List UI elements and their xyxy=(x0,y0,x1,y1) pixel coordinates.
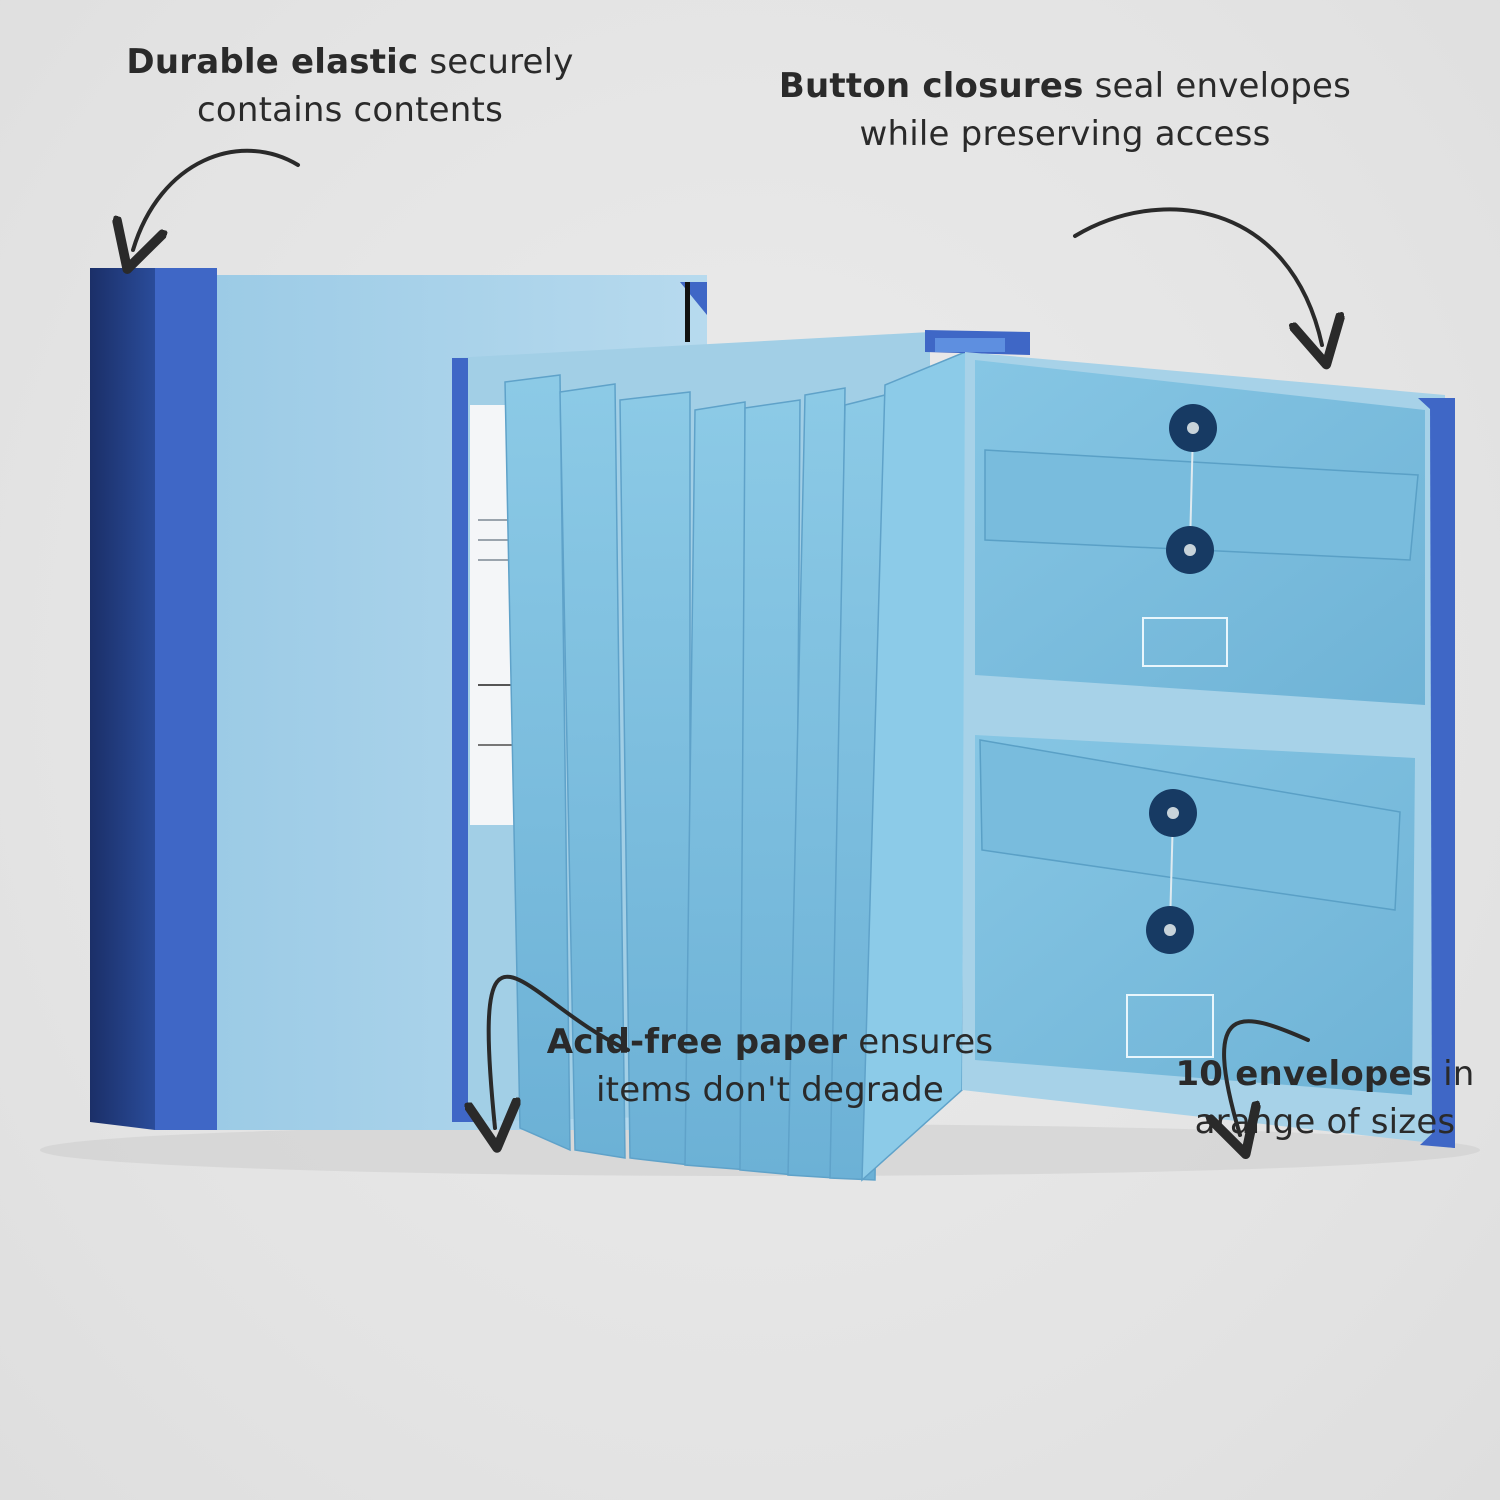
left-board-edge xyxy=(452,358,468,1122)
envelope-label-box xyxy=(1126,994,1214,1058)
accordion-page xyxy=(559,383,626,1159)
callout-button-bold: Button closures xyxy=(778,66,1084,106)
spine-accent xyxy=(935,338,1005,352)
callout-env-line2: arange of sizes xyxy=(1194,1102,1456,1142)
button-rivet xyxy=(1187,422,1199,434)
callout-elastic: Durable elastic securely contains conten… xyxy=(100,38,600,134)
arrow-elastic-icon xyxy=(133,148,300,250)
box-spine xyxy=(90,268,155,1130)
callout-acid-line2: items don't degrade xyxy=(596,1070,944,1110)
callout-acid-line1: Acid-free paper ensures xyxy=(520,1018,1020,1066)
open-folder-spine xyxy=(925,330,1030,355)
callout-acid-bold: Acid-free paper xyxy=(546,1022,848,1062)
callout-elastic-line2: contains contents xyxy=(196,90,503,130)
box-cover-edge xyxy=(155,268,217,1130)
right-board-corner-bottom xyxy=(1420,1112,1455,1148)
callout-elastic-line1: Durable elastic securely xyxy=(100,38,600,86)
open-folder-right-board xyxy=(962,352,1455,1148)
callout-acid-rest: ensures xyxy=(847,1022,994,1062)
envelope-label-box xyxy=(1142,617,1228,667)
button-rivet xyxy=(1167,807,1179,819)
arrow-button-icon xyxy=(1073,207,1322,345)
callout-env-rest: in xyxy=(1432,1054,1475,1094)
accordion-pages xyxy=(504,348,971,1182)
button-rivet xyxy=(1164,924,1176,936)
accordion-page xyxy=(504,374,571,1152)
arrow-envelopes-icon xyxy=(1224,1019,1310,1135)
callout-elastic-rest: securely xyxy=(418,42,574,82)
callout-button-line2: while preserving access xyxy=(859,114,1271,154)
callout-env-line1: 10 envelopes in xyxy=(1160,1050,1490,1098)
button-rivet xyxy=(1184,544,1196,556)
callout-acid-free: Acid-free paper ensures items don't degr… xyxy=(520,1018,1020,1114)
callout-envelopes: 10 envelopes in arange of sizes xyxy=(1160,1050,1490,1146)
elastic-band xyxy=(685,282,690,342)
arrow-acid-icon xyxy=(489,974,630,1128)
callout-elastic-bold: Durable elastic xyxy=(126,42,419,82)
envelope-top-flap xyxy=(984,449,1419,561)
callout-button-line1: Button closures seal envelopes xyxy=(760,62,1370,110)
callout-env-bold: 10 envelopes xyxy=(1175,1054,1433,1094)
callout-button-closures: Button closures seal envelopes while pre… xyxy=(760,62,1370,158)
right-board-edge xyxy=(1430,398,1455,1148)
right-board-corner-top xyxy=(1418,398,1455,432)
callout-button-rest: seal envelopes xyxy=(1083,66,1352,106)
